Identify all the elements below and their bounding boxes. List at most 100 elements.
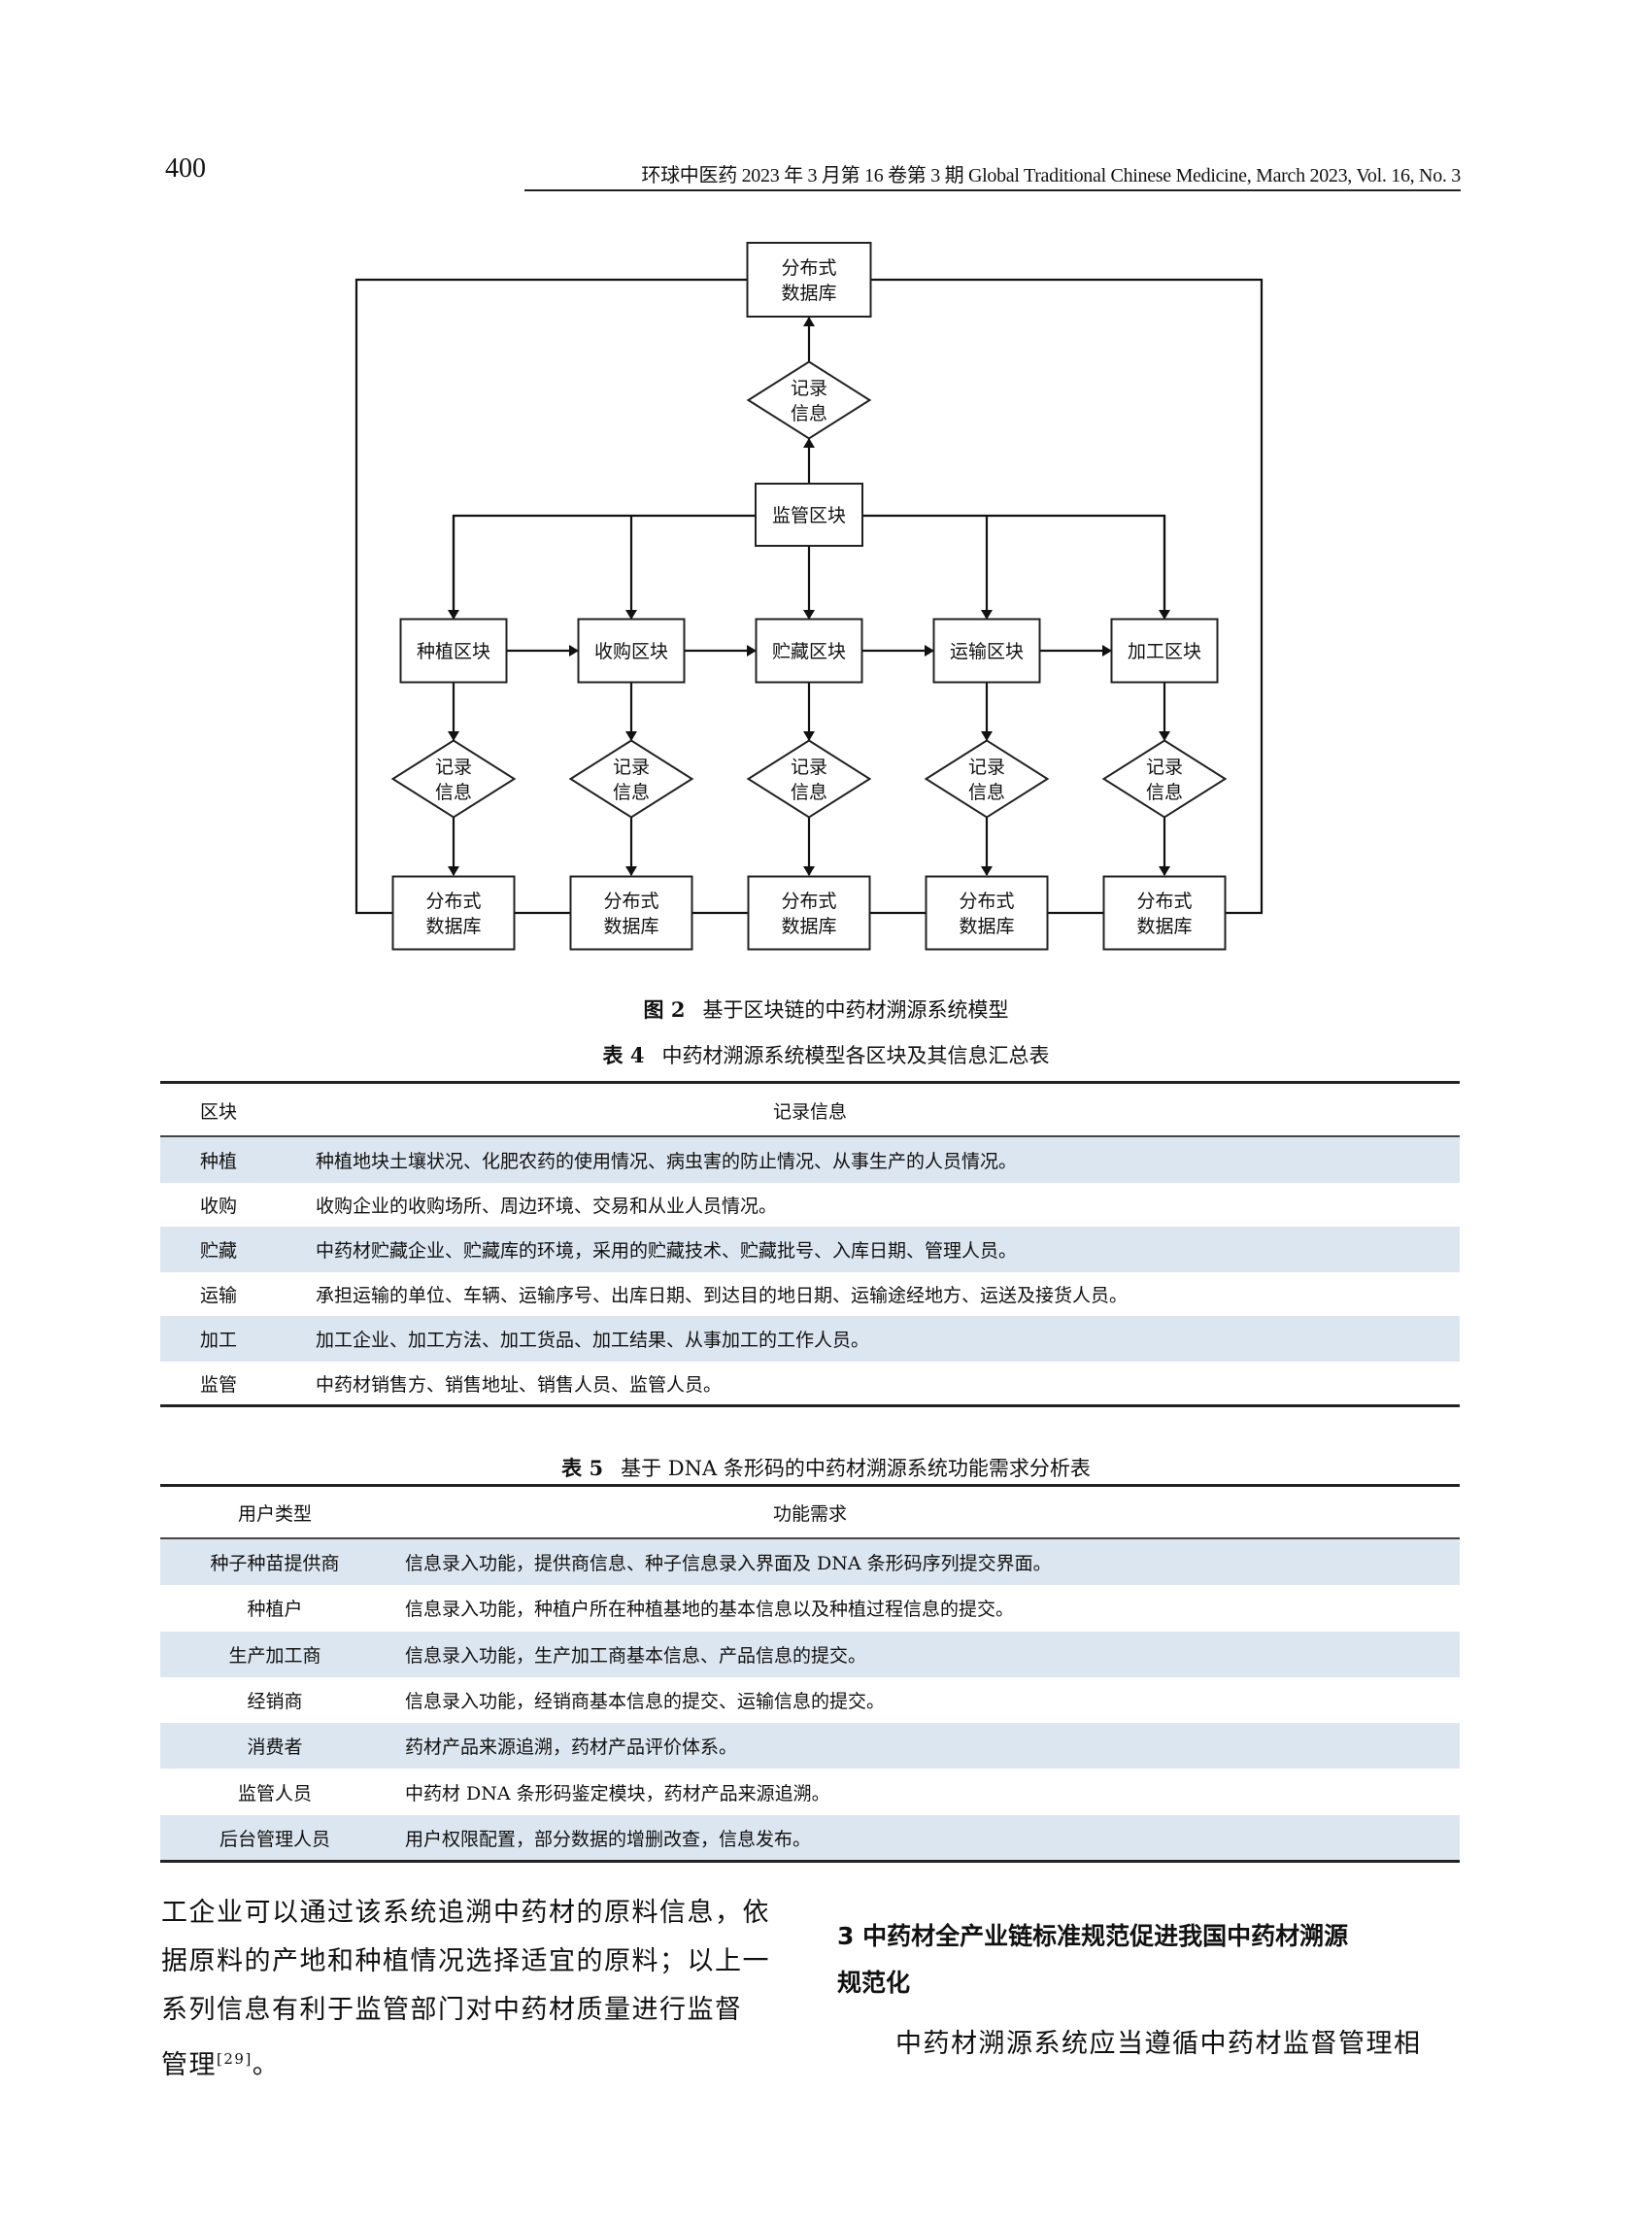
top-database-label: 分布式: [781, 257, 836, 279]
table5-cell-user: 经销商: [247, 1690, 303, 1712]
table5-cell-req: 中药材 DNA 条形码鉴定模块，药材产品来源追溯。: [405, 1782, 830, 1804]
top-record-label: 信息: [791, 403, 827, 424]
supervision-block-label: 监管区块: [772, 505, 846, 526]
stage-block-box: [399, 618, 508, 684]
record-label: 信息: [613, 782, 650, 803]
table4-row: 贮藏中药材贮藏企业、贮藏库的环境，采用的贮藏技术、贮藏批号、入库日期、管理人员。: [160, 1227, 1460, 1272]
top-database-box: [746, 242, 872, 318]
table5-row: 后台管理人员用户权限配置，部分数据的增删改查，信息发布。: [160, 1814, 1460, 1861]
table5-header-row: 用户类型 功能需求: [160, 1488, 1460, 1537]
record-label: 记录: [968, 757, 1005, 778]
database-box: [925, 875, 1049, 951]
database-label: 分布式: [781, 891, 836, 912]
record-label: 记录: [791, 757, 827, 778]
database-label: 数据库: [959, 916, 1014, 937]
supervision-block-box: [755, 483, 863, 547]
body-line: 工企业可以通过该系统追溯中药材的原料信息，依: [161, 1898, 770, 1928]
figure-label: 图 2: [643, 997, 686, 1022]
stage-block-label: 种植区块: [417, 641, 490, 662]
table4-row: 运输承担运输的单位、车辆、运输序号、出库日期、到达目的地日期、运输途经地方、运送…: [160, 1271, 1460, 1317]
table5-cell-user: 消费者: [247, 1736, 303, 1759]
table4-row: 收购收购企业的收购场所、周边环境、交易和从业人员情况。: [160, 1182, 1460, 1228]
table5-cell-req: 信息录入功能，经销商基本信息的提交、运输信息的提交。: [405, 1690, 886, 1712]
record-diamond: [390, 739, 517, 819]
stage-block-label: 贮藏区块: [772, 641, 846, 662]
table5-bottom-rule: [160, 1860, 1460, 1863]
left-column-text: 工企业可以通过该系统追溯中药材的原料信息，依 据原料的产地和种植情况选择适宜的原…: [161, 1889, 802, 2090]
record-diamond: [746, 739, 872, 819]
database-label: 数据库: [425, 916, 481, 937]
table5-cell-req: 信息录入功能，提供商信息、种子信息录入界面及 DNA 条形码序列提交界面。: [405, 1553, 1052, 1574]
table5-cell-req: 用户权限配置，部分数据的增删改查，信息发布。: [405, 1828, 812, 1850]
table5-cell-user: 种植户: [247, 1599, 303, 1621]
table5-row: 经销商 信息录入功能，经销商基本信息的提交、运输信息的提交。: [160, 1677, 1460, 1723]
database-box: [747, 875, 871, 951]
table4-header-rule: [160, 1135, 1460, 1137]
table5-header-rule: [160, 1537, 1460, 1539]
table4-cell-info: 中药材销售方、销售地址、销售人员、监管人员。: [316, 1374, 723, 1396]
table5-cell-req: 信息录入功能，种植户所在种植基地的基本信息以及种植过程信息的提交。: [405, 1599, 1015, 1621]
table4-header-row: 区块 记录信息: [160, 1086, 1460, 1135]
record-label: 信息: [1146, 782, 1183, 803]
table4-row: 监管中药材销售方、销售地址、销售人员、监管人员。: [160, 1361, 1460, 1406]
database-label: 分布式: [1136, 891, 1192, 912]
record-diamond: [1101, 739, 1228, 819]
top-record-diamond: [746, 360, 872, 440]
table4-cell-block: 加工: [199, 1330, 237, 1351]
table5-cell-user: 监管人员: [237, 1782, 312, 1804]
record-label: 记录: [613, 757, 650, 778]
database-box: [391, 875, 516, 951]
stage-block-box: [577, 618, 686, 684]
section-heading-line: 3 中药材全产业链标准规范促进我国中药材溯源: [837, 1922, 1349, 1950]
table5-header-user: 用户类型: [237, 1503, 312, 1525]
table5-cell-user: 种子种苗提供商: [210, 1553, 340, 1574]
table5-cell-req: 药材产品来源追溯，药材产品评价体系。: [405, 1736, 738, 1759]
table4-row: 加工 加工企业、加工方法、加工货品、加工结果、从事加工的工作人员。: [160, 1316, 1460, 1362]
body-line: 系列信息有利于监管部门对中药材质量进行监督: [161, 1995, 743, 2025]
flow-diagram: 分布式数据库记录信息监管区块种植区块记录信息分布式数据库收购区块记录信息分布式数…: [354, 242, 1264, 951]
table4-header-block: 区块: [199, 1101, 237, 1123]
top-database-label: 数据库: [781, 283, 836, 304]
table4-row: 种植种植地块土壤状况、化肥农药的使用情况、病虫害的防止情况、从事生产的人员情况。: [160, 1137, 1460, 1183]
table4-cell-info: 收购企业的收购场所、周边环境、交易和从业人员情况。: [316, 1196, 778, 1217]
table5-row: 种植户 信息录入功能，种植户所在种植基地的基本信息以及种植过程信息的提交。: [160, 1585, 1460, 1631]
body-line: 据原料的产地和种植情况选择适宜的原料；以上一: [161, 1946, 770, 1976]
end-punct: 。: [252, 2050, 281, 2080]
record-label: 信息: [968, 782, 1005, 803]
figure-caption: 图 2 基于区块链的中药材溯源系统模型: [0, 995, 1652, 1024]
table5-top-rule: [160, 1484, 1460, 1487]
stage-block-label: 收购区块: [594, 641, 668, 662]
citation[interactable]: [29]: [217, 2050, 253, 2068]
table4-top-rule: [160, 1081, 1460, 1084]
database-label: 数据库: [603, 916, 658, 937]
table5-row: 生产加工商信息录入功能，生产加工商基本信息、产品信息的提交。: [160, 1631, 1460, 1677]
loop-line-left: [354, 278, 747, 915]
branch-line-left: [452, 514, 756, 619]
table4-caption: 表 4 中药材溯源系统模型各区块及其信息汇总表: [0, 1040, 1652, 1069]
record-label: 信息: [791, 782, 827, 803]
running-head: 环球中医药 2023 年 3 月第 16 卷第 3 期 Global Tradi…: [641, 165, 1461, 186]
table5-cell-user: 生产加工商: [228, 1644, 321, 1667]
page-number: 400: [165, 153, 206, 184]
table4-bottom-rule: [160, 1404, 1460, 1407]
database-label: 分布式: [603, 891, 658, 912]
body-text-fragment: 管理: [161, 2050, 217, 2080]
table5-title: 基于 DNA 条形码的中药材溯源系统功能需求分析表: [621, 1457, 1091, 1480]
table5-header-req: 功能需求: [772, 1503, 847, 1525]
database-label: 数据库: [781, 916, 836, 937]
figure-caption-text: 基于区块链的中药材溯源系统模型: [702, 998, 1009, 1022]
body-line-last: 管理[29]。: [161, 2035, 802, 2090]
table4-cell-info: 中药材贮藏企业、贮藏库的环境，采用的贮藏技术、贮藏批号、入库日期、管理人员。: [316, 1240, 1018, 1262]
header-rule: [524, 189, 1461, 191]
table4-cell-info: 承担运输的单位、车辆、运输序号、出库日期、到达目的地日期、运输途经地方、运送及接…: [316, 1285, 1129, 1306]
stage-block-box: [755, 618, 863, 684]
table4-cell-info: 加工企业、加工方法、加工货品、加工结果、从事加工的工作人员。: [316, 1330, 870, 1351]
table4-label: 表 4: [602, 1043, 645, 1067]
database-box: [1102, 875, 1227, 951]
table4-title: 中药材溯源系统模型各区块及其信息汇总表: [661, 1044, 1050, 1067]
table4-cell-block: 种植: [199, 1151, 237, 1172]
table4-header-info: 记录信息: [772, 1101, 847, 1123]
table5-row: 监管人员 中药材 DNA 条形码鉴定模块，药材产品来源追溯。: [160, 1770, 1460, 1815]
record-diamond: [924, 739, 1050, 819]
